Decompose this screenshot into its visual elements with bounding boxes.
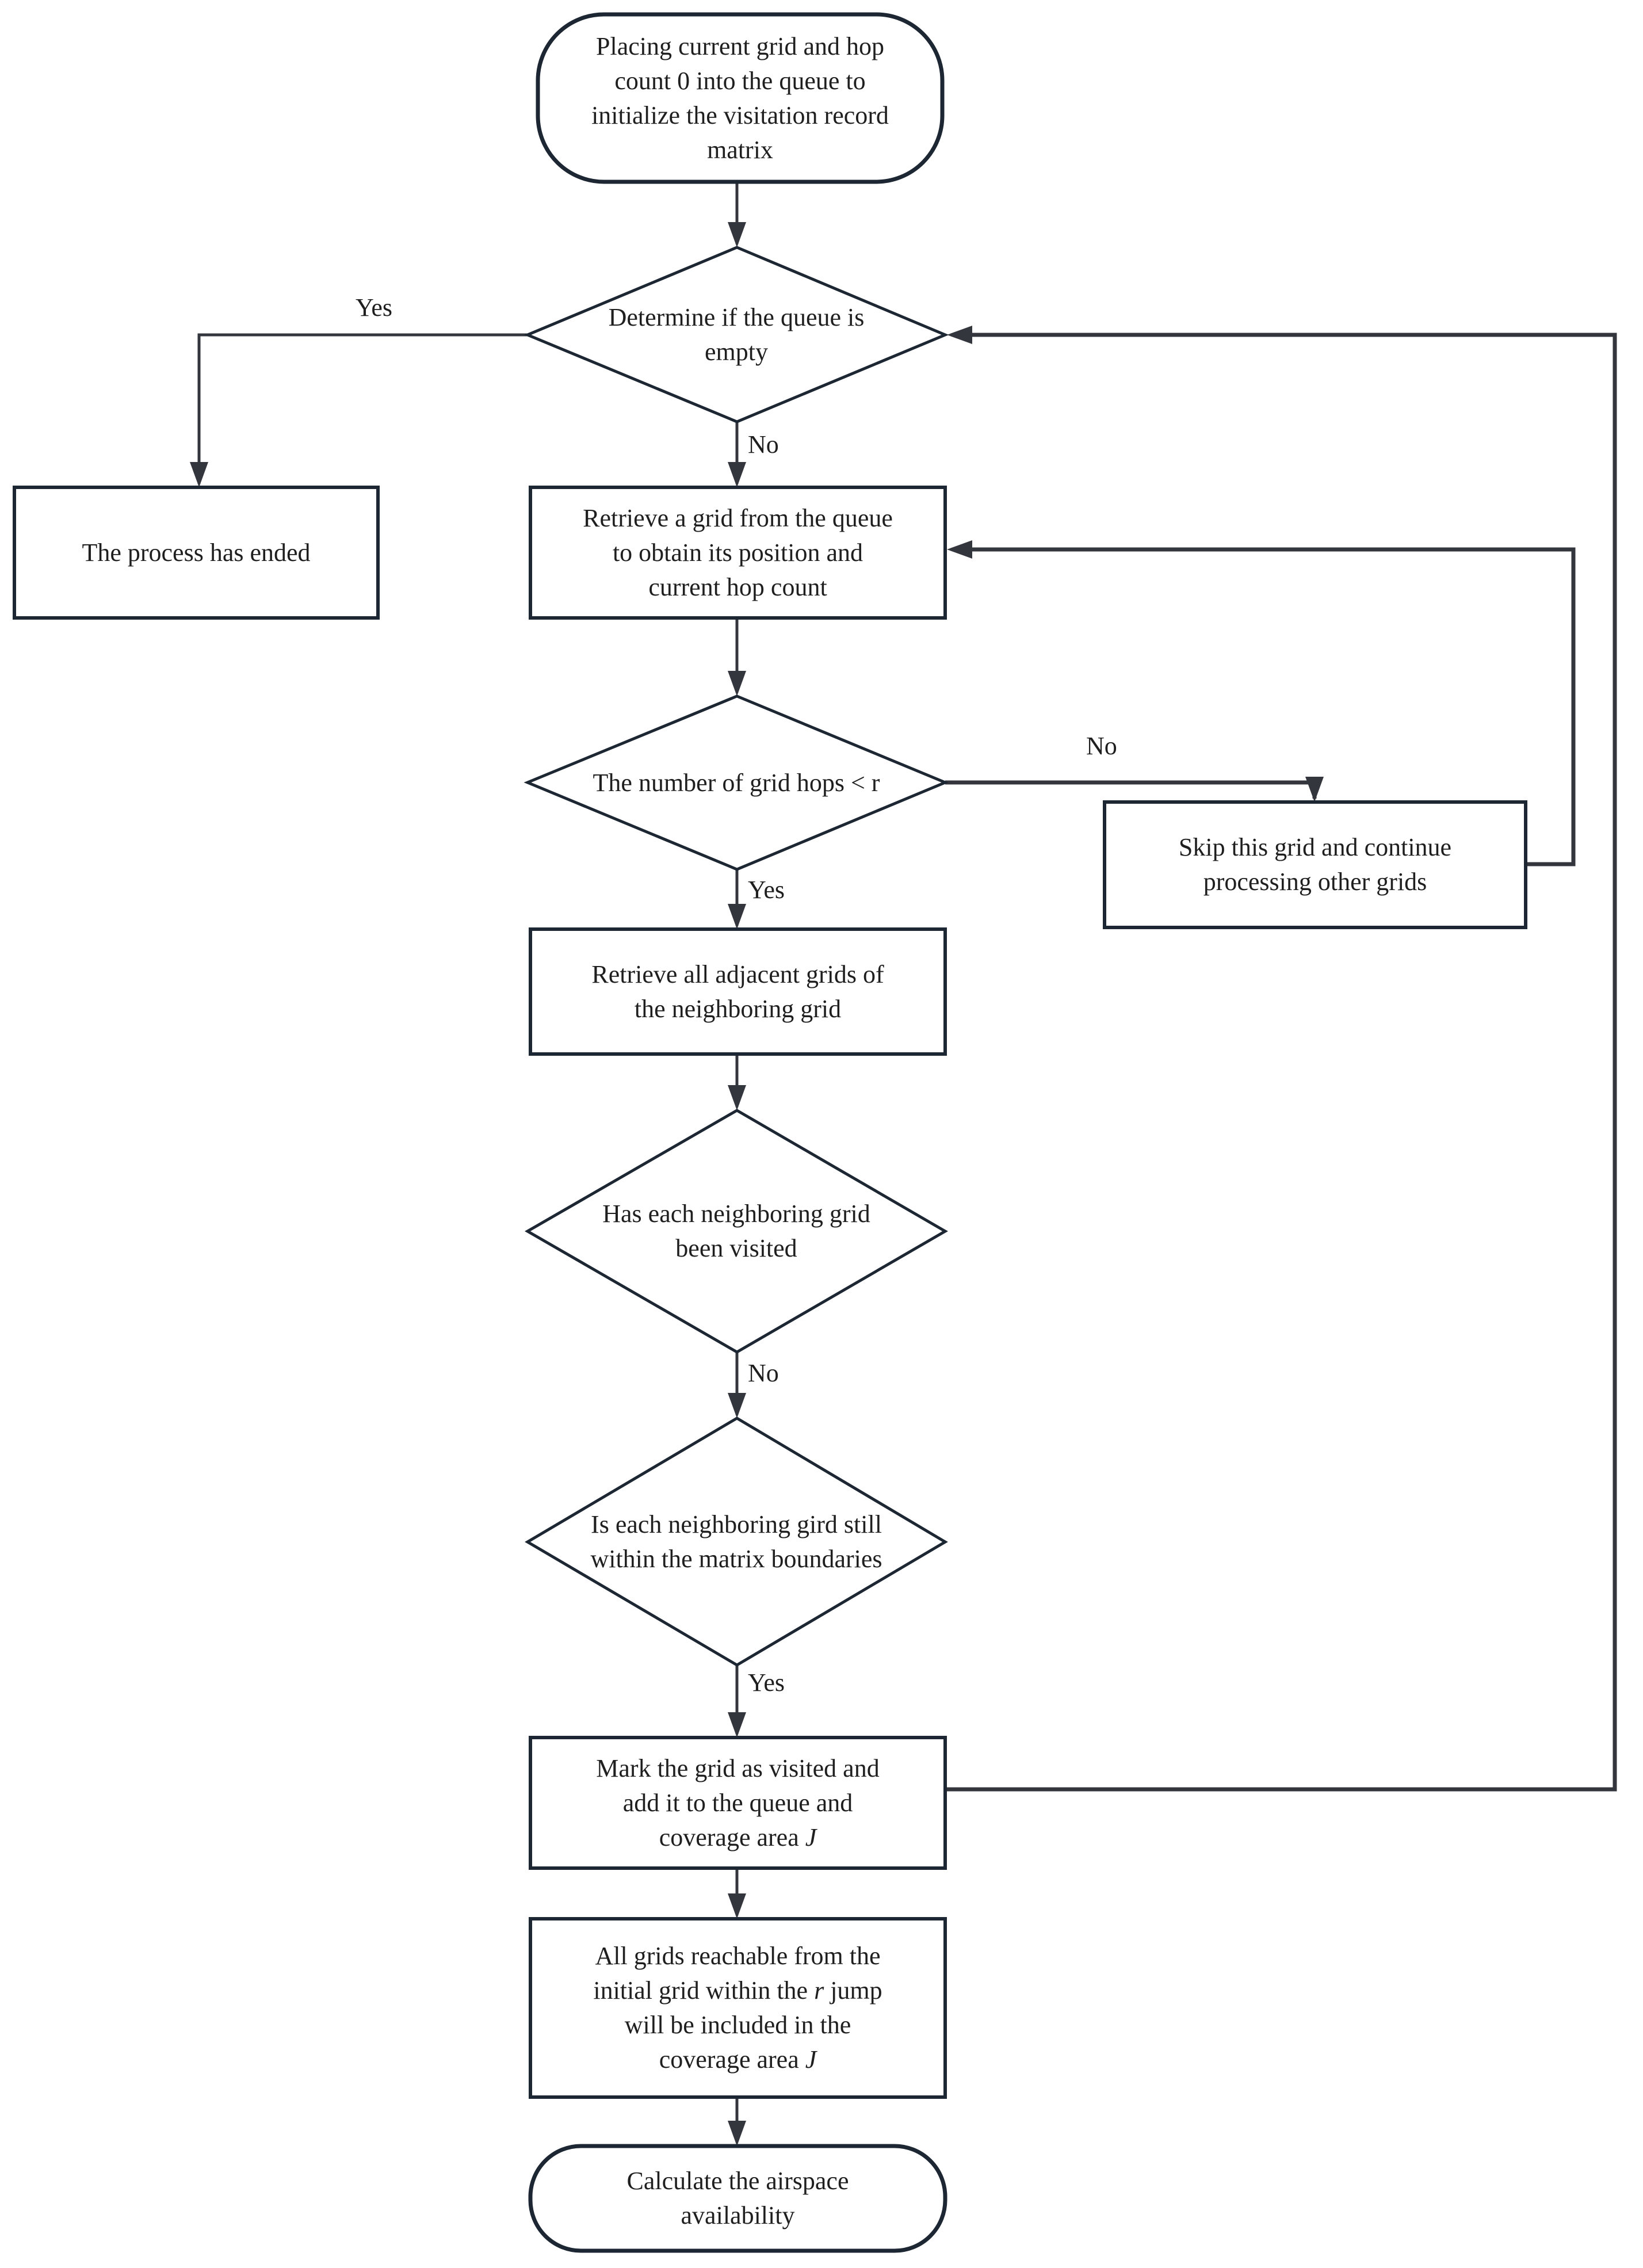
coverage-area-variable: J <box>805 1823 817 1851</box>
arrowhead-left-icon <box>947 540 972 559</box>
mark-grid-node: Mark the grid as visited and add it to t… <box>530 1738 945 1868</box>
edge-adjacent-to-visited-check <box>728 1054 746 1110</box>
arrowhead-down-icon <box>728 2121 746 2146</box>
visited-check-line: been visited <box>675 1234 797 1262</box>
edge-line <box>954 547 1576 866</box>
arrowhead-down-icon <box>728 1393 746 1418</box>
hops-check-decision: The number of grid hops < r <box>528 696 945 869</box>
visited-check-decision-shape <box>524 1109 948 1354</box>
skip-grid-line: processing other grids <box>1203 868 1427 896</box>
all-grids-line-text: jump <box>824 1976 882 2004</box>
all-grids-line: initial grid within the r jump <box>593 1973 882 2008</box>
adjacent-grids-line: the neighboring grid <box>634 994 842 1023</box>
edge-line <box>945 333 1617 1792</box>
start-node-shape <box>536 12 945 184</box>
edge-boundary-yes-to-mark <box>728 1665 746 1738</box>
arrowhead-left-icon <box>947 326 972 344</box>
skip-grid-node-shape <box>1103 800 1527 929</box>
start-node: Placing current grid and hop count 0 int… <box>538 14 942 182</box>
start-node-line: initialize the visitation record <box>591 101 889 129</box>
edge-mark-to-all-grids <box>728 1868 746 1919</box>
mark-grid-line: Mark the grid as visited and <box>596 1754 880 1782</box>
adjacent-grids-line: Retrieve all adjacent grids of <box>591 960 884 988</box>
label-visited-no: No <box>748 1359 779 1387</box>
retrieve-grid-node: Retrieve a grid from the queue to obtain… <box>530 487 945 618</box>
all-grids-line: All grids reachable from the <box>595 1942 881 1970</box>
all-grids-line-text: coverage area <box>659 2045 805 2074</box>
all-grids-line: will be included in the <box>624 2011 851 2039</box>
label-hops-yes: Yes <box>748 876 785 904</box>
boundary-check-decision: Is each neighboring gird still within th… <box>528 1418 945 1665</box>
edge-all-grids-to-end <box>728 2097 746 2146</box>
hops-check-decision-shape <box>524 694 949 871</box>
edge-queue-check-yes-to-process-ended <box>190 333 528 487</box>
end-node-shape <box>528 2144 947 2253</box>
mark-grid-node-shape <box>529 1736 947 1870</box>
coverage-area-variable: J <box>805 2045 817 2074</box>
visited-check-line: Has each neighboring grid <box>602 1200 870 1228</box>
all-grids-line-text: initial grid within the <box>593 1976 815 2004</box>
retrieve-grid-node-shape <box>529 486 947 620</box>
adjacent-grids-node: Retrieve all adjacent grids of the neigh… <box>530 929 945 1054</box>
queue-empty-line: Determine if the queue is <box>608 303 865 331</box>
edge-visited-no-to-boundary-check <box>728 1352 746 1418</box>
start-node-line: matrix <box>707 135 773 164</box>
label-queue-empty-yes: Yes <box>356 293 393 322</box>
visited-check-decision: Has each neighboring grid been visited <box>528 1110 945 1352</box>
edge-skip-back-to-retrieve <box>947 540 1576 866</box>
adjacent-grids-node-shape <box>529 927 947 1056</box>
edge-mark-back-to-queue-check <box>945 326 1617 1792</box>
retrieve-grid-line: Retrieve a grid from the queue <box>583 503 893 532</box>
skip-grid-line: Skip this grid and continue <box>1178 833 1452 861</box>
edge-hops-check-yes-to-adjacent <box>728 869 746 929</box>
label-hops-no: No <box>1086 732 1117 760</box>
queue-empty-line: empty <box>705 337 768 366</box>
mark-grid-line-text: coverage area <box>659 1823 805 1851</box>
all-grids-node: All grids reachable from the initial gri… <box>530 1919 945 2097</box>
arrowhead-down-icon <box>728 904 746 929</box>
mark-grid-line: coverage area J <box>659 1820 817 1855</box>
retrieve-grid-line: current hop count <box>648 572 827 601</box>
arrowhead-down-icon <box>728 1712 746 1738</box>
label-queue-empty-no: No <box>748 430 779 459</box>
retrieve-grid-line: to obtain its position and <box>612 538 863 567</box>
label-boundary-yes: Yes <box>748 1668 785 1697</box>
process-ended-line: The process has ended <box>82 538 311 567</box>
boundary-check-line: within the matrix boundaries <box>590 1544 882 1573</box>
all-grids-line: coverage area J <box>659 2042 817 2077</box>
end-node: Calculate the airspace availability <box>530 2146 945 2251</box>
arrowhead-down-icon <box>1305 777 1324 802</box>
boundary-check-line: Is each neighboring gird still <box>591 1510 882 1538</box>
process-ended-node-shape <box>13 486 380 620</box>
mark-grid-line: add it to the queue and <box>622 1788 853 1817</box>
arrowhead-down-icon <box>728 671 746 696</box>
edge-line <box>945 780 1317 799</box>
arrowhead-down-icon <box>728 222 746 247</box>
queue-empty-decision-shape <box>524 246 949 423</box>
arrowhead-down-icon <box>728 462 746 487</box>
queue-empty-decision: Determine if the queue is empty <box>528 247 945 422</box>
start-node-line: count 0 into the queue to <box>614 66 866 95</box>
edge-hops-check-no-to-skip <box>945 777 1324 802</box>
all-grids-node-shape <box>529 1917 947 2099</box>
edge-line <box>197 333 528 484</box>
hops-check-line: The number of grid hops < r <box>593 768 880 797</box>
end-node-line: Calculate the airspace <box>626 2167 849 2195</box>
arrowhead-down-icon <box>190 462 208 487</box>
arrowhead-down-icon <box>728 1085 746 1110</box>
boundary-check-decision-shape <box>525 1416 948 1667</box>
edge-retrieve-to-hops-check <box>728 618 746 696</box>
end-node-line: availability <box>681 2201 795 2229</box>
arrowhead-down-icon <box>728 1893 746 1919</box>
start-node-line: Placing current grid and hop <box>596 32 884 60</box>
edge-queue-check-no-to-retrieve <box>728 422 746 487</box>
process-ended-node: The process has ended <box>14 487 378 618</box>
skip-grid-node: Skip this grid and continue processing o… <box>1105 802 1526 927</box>
edge-start-to-queue-check <box>728 182 746 247</box>
jump-radius-variable: r <box>814 1976 824 2004</box>
